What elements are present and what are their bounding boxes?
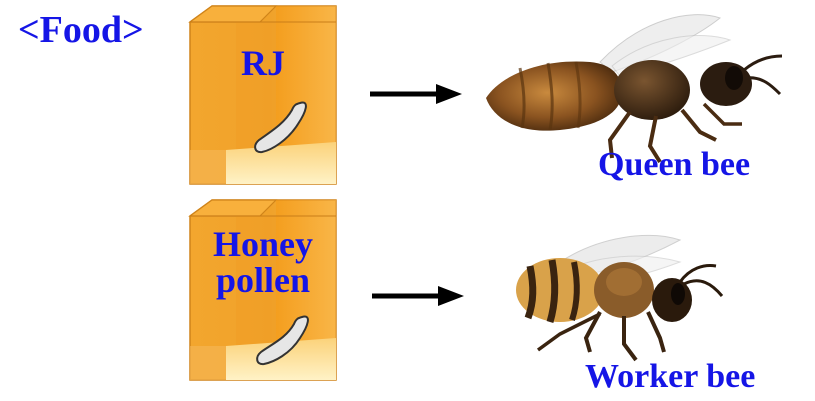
arrow-icon xyxy=(370,84,462,104)
royal-jelly-cell xyxy=(190,6,336,184)
food-heading: <Food> xyxy=(18,8,144,52)
queen-bee-caption: Queen bee xyxy=(598,146,750,184)
worker-bee-icon xyxy=(516,235,722,360)
cell-label-line: pollen xyxy=(188,262,338,298)
arrow-icon xyxy=(372,286,464,306)
cell-label-line: Honey xyxy=(188,226,338,262)
honey-pollen-label: Honey pollen xyxy=(188,226,338,298)
cell-label-line: RJ xyxy=(241,43,285,83)
queen-bee-icon xyxy=(486,15,782,162)
royal-jelly-label: RJ xyxy=(188,42,338,84)
worker-bee-caption: Worker bee xyxy=(585,358,755,396)
